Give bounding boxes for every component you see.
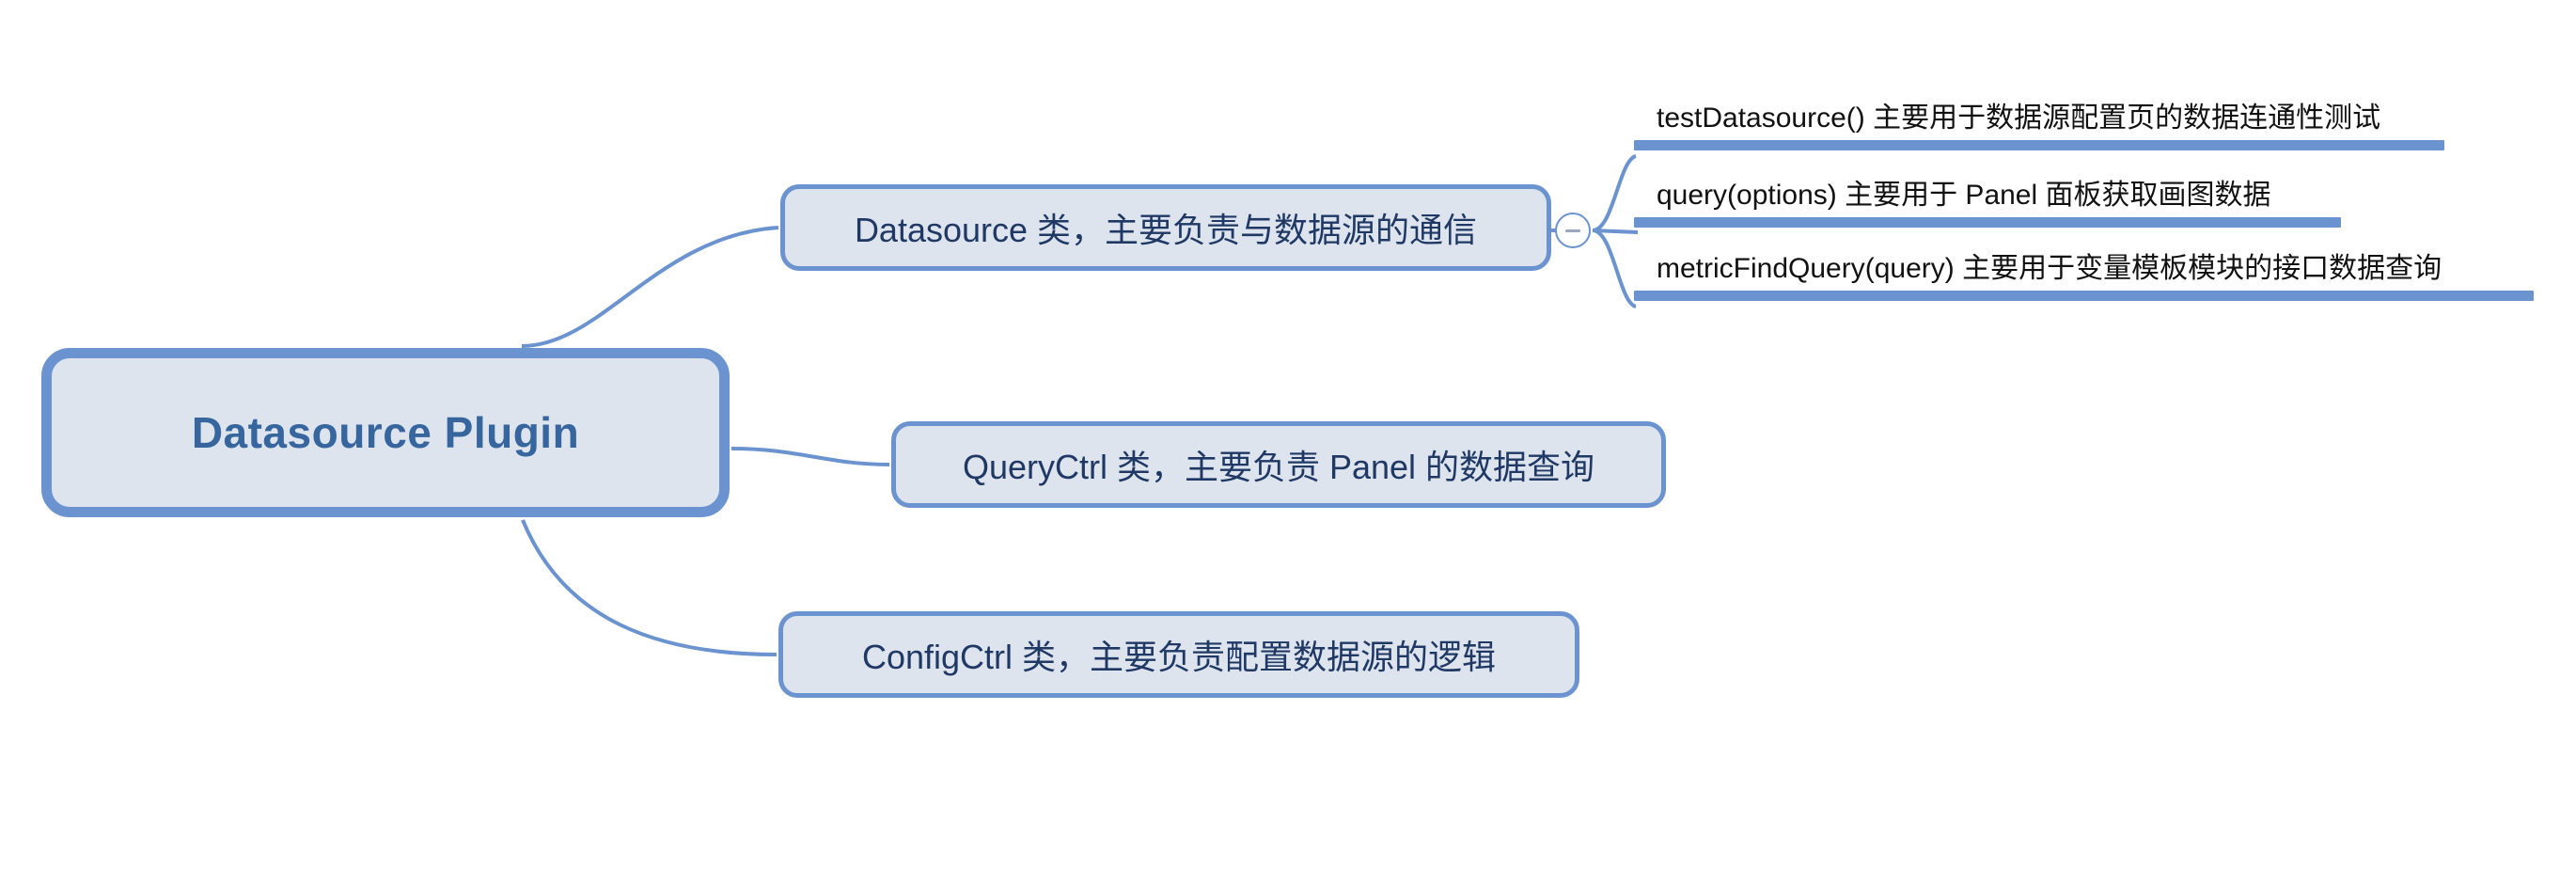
branch-node-label: Datasource 类，主要负责与数据源的通信 — [854, 211, 1478, 249]
leaf-underline-bar — [1634, 216, 2341, 228]
branch-node-label: ConfigCtrl 类，主要负责配置数据源的逻辑 — [861, 638, 1497, 676]
edge-toggle-to-leaf-3 — [1592, 229, 1637, 308]
branch-node-configctrl-class[interactable]: ConfigCtrl 类，主要负责配置数据源的逻辑 — [778, 611, 1579, 698]
leaf-node-metric-find-query[interactable]: metricFindQuery(query) 主要用于变量模板模块的接口数据查询 — [1634, 254, 2534, 301]
root-node-label: Datasource Plugin — [191, 408, 580, 457]
leaf-node-label: query(options) 主要用于 Panel 面板获取画图数据 — [1657, 180, 2271, 211]
edge-root-to-configctrl — [521, 519, 778, 656]
leaf-underline-bar — [1634, 139, 2444, 150]
edge-toggle-to-leaf-1 — [1592, 154, 1637, 232]
collapse-toggle-datasource-class[interactable] — [1555, 213, 1591, 248]
edge-root-to-queryctrl — [730, 447, 890, 466]
root-node-datasource-plugin[interactable]: Datasource Plugin — [41, 348, 730, 517]
branch-node-datasource-class[interactable]: Datasource 类，主要负责与数据源的通信 — [780, 184, 1551, 271]
leaf-node-query-options[interactable]: query(options) 主要用于 Panel 面板获取画图数据 — [1634, 181, 2341, 228]
branch-node-queryctrl-class[interactable]: QueryCtrl 类，主要负责 Panel 的数据查询 — [891, 421, 1666, 508]
leaf-node-label: testDatasource() 主要用于数据源配置页的数据连通性测试 — [1657, 103, 2381, 134]
leaf-node-label: metricFindQuery(query) 主要用于变量模板模块的接口数据查询 — [1657, 253, 2442, 284]
branch-node-label: QueryCtrl 类，主要负责 Panel 的数据查询 — [962, 448, 1595, 486]
edge-toggle-to-leaf-2 — [1592, 229, 1639, 234]
leaf-underline-bar — [1634, 290, 2534, 301]
edge-root-to-datasource — [521, 226, 779, 348]
minus-icon — [1565, 229, 1580, 232]
leaf-node-test-datasource[interactable]: testDatasource() 主要用于数据源配置页的数据连通性测试 — [1634, 103, 2444, 150]
